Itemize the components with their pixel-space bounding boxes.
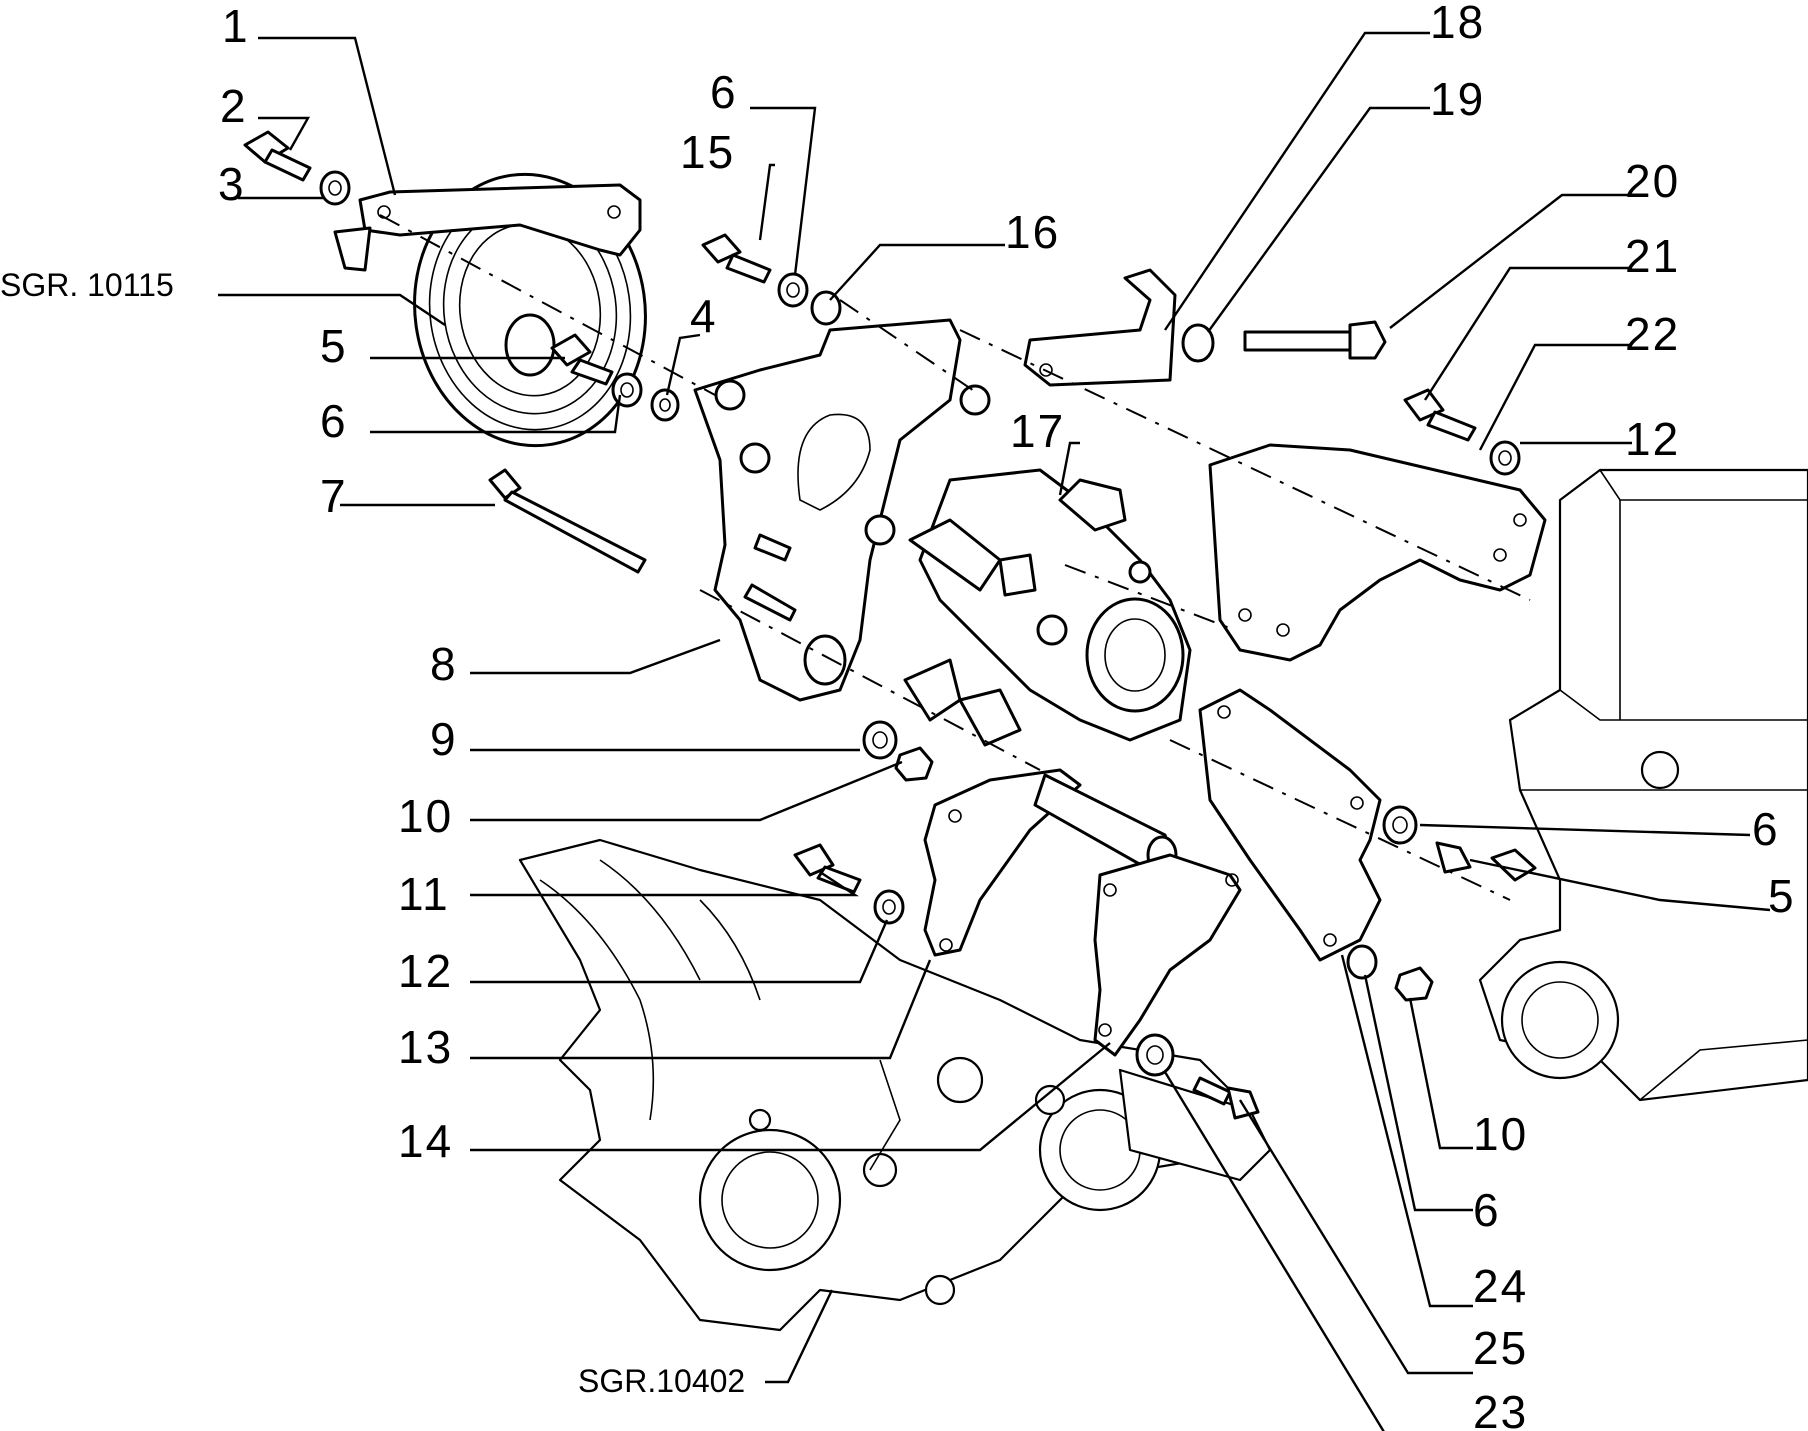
callout-11: 11 — [398, 868, 450, 920]
part-8-bracket — [693, 318, 991, 702]
callout-1: 1 — [222, 0, 250, 52]
part-22-bracket — [1208, 443, 1547, 662]
callout-17: 17 — [1010, 405, 1065, 457]
callout-2: 2 — [220, 80, 248, 132]
callout-6-right: 6 — [1752, 803, 1780, 855]
callout-5-top: 5 — [320, 320, 348, 372]
callout-8: 8 — [430, 638, 458, 690]
callout-16: 16 — [1005, 206, 1060, 258]
part-18-bracket — [1023, 268, 1177, 387]
callout-6-left: 6 — [320, 395, 348, 447]
callout-12-right: 12 — [1625, 413, 1680, 465]
callout-24: 24 — [1473, 1260, 1528, 1312]
reference-sgr-10402: SGR.10402 — [578, 1363, 745, 1399]
reference-sgr-10115: SGR. 10115 — [0, 267, 174, 303]
callout-21: 21 — [1625, 230, 1680, 282]
callout-5-right: 5 — [1768, 870, 1796, 922]
part-13-plate — [923, 768, 1178, 957]
lower-housing-drawing — [518, 838, 1272, 1332]
callout-23: 23 — [1473, 1386, 1528, 1431]
top-right-fasteners — [1181, 320, 1521, 476]
callout-4: 4 — [690, 290, 718, 342]
callout-20: 20 — [1625, 155, 1680, 207]
part-24-plate — [1198, 688, 1382, 962]
engine-block-drawing — [1478, 468, 1808, 1102]
callout-25: 25 — [1473, 1322, 1528, 1374]
top-middle-fasteners — [701, 233, 842, 326]
callout-6-bottom: 6 — [1473, 1184, 1501, 1236]
callout-10-left: 10 — [398, 790, 453, 842]
callout-22: 22 — [1625, 308, 1680, 360]
callout-13: 13 — [398, 1021, 453, 1073]
assembly-axis-lines — [379, 214, 1531, 901]
middle-fasteners — [793, 720, 1537, 1120]
callout-9: 9 — [430, 713, 458, 765]
callout-15: 15 — [680, 126, 735, 178]
callout-18: 18 — [1430, 0, 1485, 48]
callout-6-top: 6 — [710, 66, 738, 118]
callout-14: 14 — [398, 1115, 453, 1167]
callout-7: 7 — [320, 470, 348, 522]
part-1-bracket — [333, 183, 642, 272]
leader-lines — [218, 31, 1771, 1431]
part-17-pump — [903, 468, 1192, 747]
callout-19: 19 — [1430, 73, 1485, 125]
part-14-plate — [1093, 853, 1242, 1057]
callout-10-right: 10 — [1473, 1108, 1528, 1160]
callout-12-left: 12 — [398, 945, 453, 997]
callout-3: 3 — [218, 158, 246, 210]
